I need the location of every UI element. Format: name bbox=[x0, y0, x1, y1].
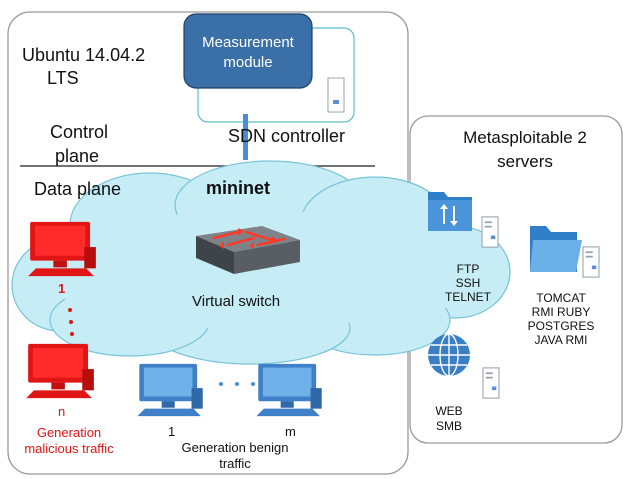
smb-label: SMB bbox=[435, 419, 462, 433]
benign-ellipsis bbox=[219, 382, 255, 386]
malicious-first-index: 1 bbox=[58, 281, 66, 296]
controller-link bbox=[243, 114, 248, 160]
mininet-label: mininet bbox=[206, 178, 271, 198]
malicious-last-index: n bbox=[58, 404, 66, 419]
ubuntu-lts-label: LTS bbox=[47, 68, 79, 88]
ftp-server-icon bbox=[481, 216, 499, 248]
ftp-label: FTP bbox=[456, 262, 480, 276]
file-transfer-folder-icon bbox=[428, 192, 472, 231]
ssh-label: SSH bbox=[455, 276, 481, 290]
virtual-switch-label: Virtual switch bbox=[192, 293, 281, 310]
web-label: WEB bbox=[435, 404, 463, 418]
sdn-controller-label: SDN controller bbox=[228, 126, 346, 146]
measurement-module-label-2: module bbox=[223, 54, 273, 71]
malicious-ellipsis bbox=[66, 270, 74, 336]
java-rmi-label: JAVA RMI bbox=[534, 333, 588, 347]
servers-title-1: Metasploitable 2 bbox=[463, 128, 587, 147]
data-plane-label: Data plane bbox=[34, 179, 122, 199]
rmi-ruby-label: RMI RUBY bbox=[531, 305, 591, 319]
globe-icon bbox=[428, 333, 470, 377]
web-server-icon bbox=[482, 367, 500, 399]
postgres-label: POSTGRES bbox=[527, 319, 595, 333]
measurement-module-label-1: Measurement bbox=[202, 34, 294, 51]
malicious-caption-2: malicious traffic bbox=[24, 441, 114, 456]
telnet-label: TELNET bbox=[444, 290, 491, 304]
benign-caption-2: traffic bbox=[219, 456, 251, 471]
benign-first-index: 1 bbox=[168, 424, 176, 439]
servers-title-2: servers bbox=[497, 152, 553, 171]
measurement-module bbox=[183, 13, 313, 89]
benign-last-index: m bbox=[285, 424, 296, 439]
control-plane-label-2: plane bbox=[55, 146, 100, 166]
ubuntu-os-label: Ubuntu 14.04.2 bbox=[22, 45, 146, 65]
tomcat-server-icon bbox=[582, 246, 600, 278]
virtual-switch-icon bbox=[196, 226, 300, 274]
tomcat-label: TOMCAT bbox=[536, 291, 586, 305]
folder-icon bbox=[530, 226, 582, 272]
control-plane-label-1: Control bbox=[50, 122, 109, 142]
malicious-caption-1: Generation bbox=[36, 425, 102, 440]
benign-caption-1: Generation benign bbox=[181, 440, 289, 455]
